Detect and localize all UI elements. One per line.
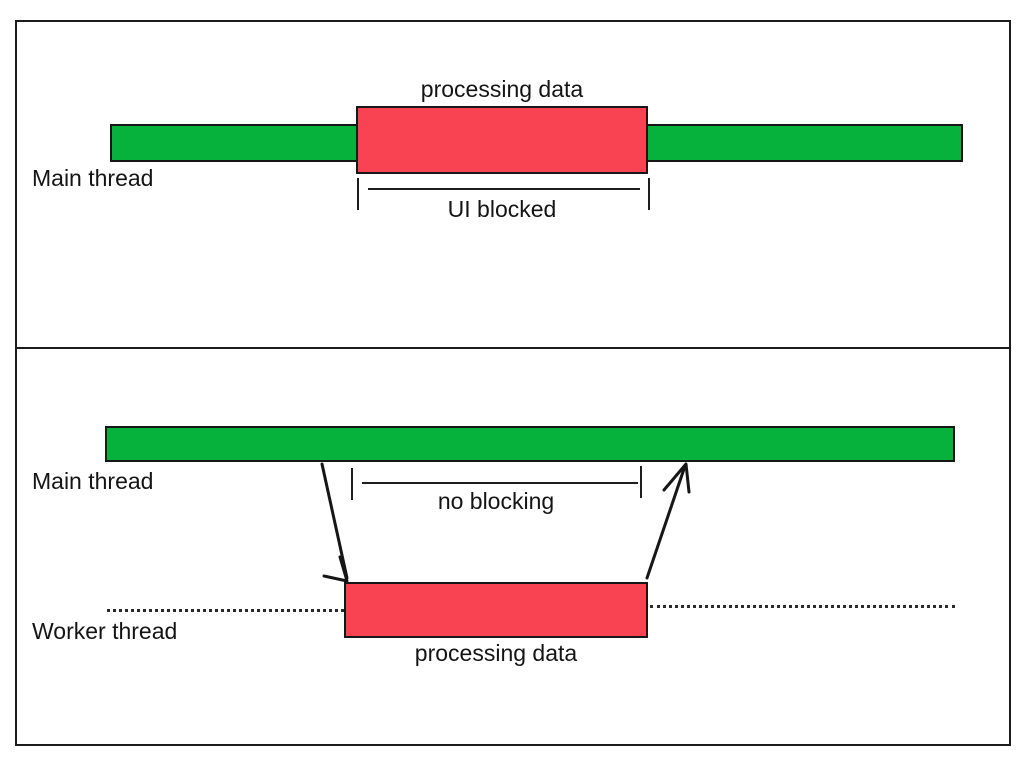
worker-thread-label: Worker thread (32, 618, 178, 644)
no-blocking-span-line (362, 482, 638, 484)
blocking-panel: processing data Main thread UI blocked (0, 0, 1024, 348)
main-thread-green-bar (105, 426, 955, 462)
worker-panel: Main thread no blocking processing data … (0, 348, 1024, 757)
diagram-frame (15, 20, 1011, 746)
main-thread-green-bar-right (640, 124, 963, 162)
processing-data-label: processing data (414, 640, 578, 666)
no-blocking-label: no blocking (437, 488, 555, 514)
main-thread-green-bar-left (110, 124, 360, 162)
processing-data-block (356, 106, 648, 174)
main-thread-label: Main thread (32, 468, 154, 494)
ui-blocked-span-line (368, 188, 640, 190)
ui-blocked-end-tick (648, 178, 650, 210)
ui-blocked-label: UI blocked (447, 196, 557, 222)
no-blocking-end-tick (640, 466, 642, 498)
processing-data-label: processing data (420, 76, 584, 102)
worker-thread-timeline-left (107, 609, 344, 612)
ui-blocked-start-tick (357, 178, 359, 210)
main-thread-label: Main thread (32, 165, 154, 191)
panel-divider (16, 347, 1010, 349)
worker-thread-timeline-right (650, 605, 955, 608)
no-blocking-start-tick (351, 468, 353, 500)
processing-data-block (344, 582, 648, 638)
